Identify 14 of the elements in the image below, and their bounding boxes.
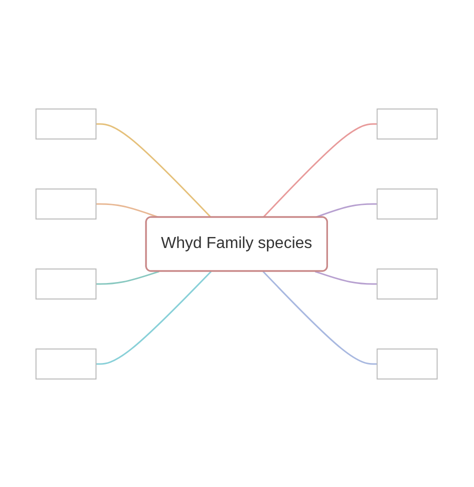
node-box [377,108,438,139]
connector [96,270,160,284]
node-box [36,268,97,299]
connector [262,270,378,364]
connector [96,122,212,218]
node-box [36,348,97,379]
connector [262,122,378,218]
node-box [36,188,97,219]
node-box [377,348,438,379]
node-box [377,188,438,219]
node-box [377,268,438,299]
node-box [36,108,97,139]
connector [96,270,212,364]
connector [315,270,378,284]
